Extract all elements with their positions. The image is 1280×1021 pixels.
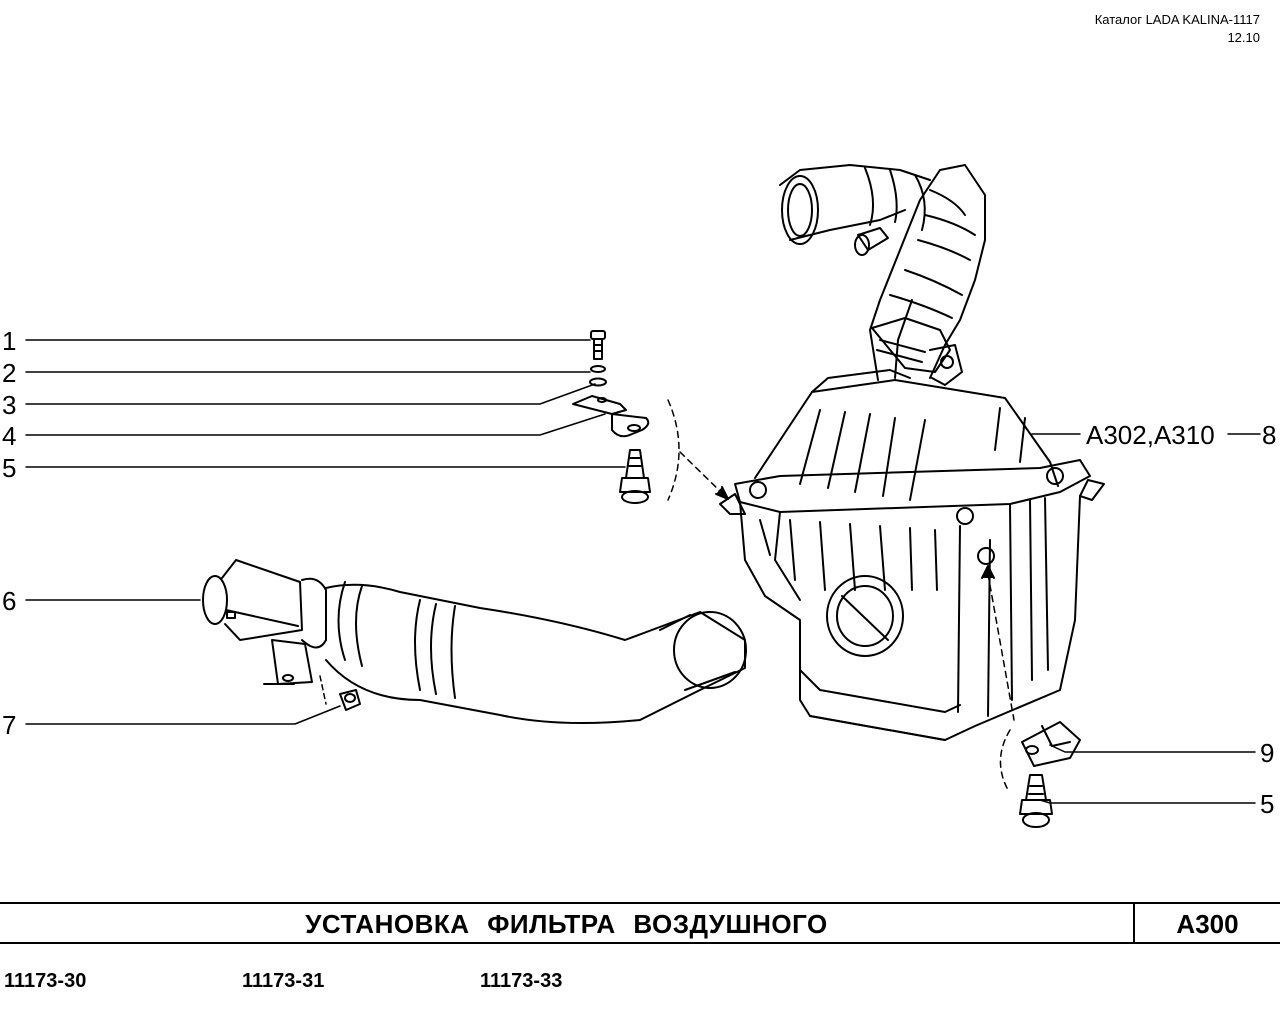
- parts-diagram: 1 2 3 4 5 6 7 8 A302,A310 9 5: [2, 164, 1276, 828]
- callout-5-lower: 5: [1260, 789, 1274, 819]
- flat-washer: [589, 377, 607, 387]
- lower-bracket: [1021, 721, 1081, 767]
- callout-4: 4: [2, 421, 16, 451]
- assembly-code: A300: [1176, 909, 1239, 939]
- upper-dashed-arc: [667, 399, 680, 501]
- assembly-title: УСТАНОВКА ФИЛЬТРА ВОЗДУШНОГО: [305, 909, 828, 939]
- callout-9: 9: [1260, 738, 1274, 768]
- model-code-1: 11173-30: [4, 970, 87, 992]
- title-bar: УСТАНОВКА ФИЛЬТРА ВОЗДУШНОГО A300: [0, 902, 1280, 944]
- pipe-nut: [339, 689, 361, 711]
- callout-5-upper: 5: [2, 453, 16, 483]
- spring-washer: [590, 365, 606, 373]
- upper-rubber-support: [619, 449, 651, 504]
- air-filter-housing: [719, 369, 1105, 741]
- upper-dashed-arrow: [679, 451, 726, 497]
- callout-8-reference: A302,A310: [1086, 420, 1215, 450]
- upper-bolt: [590, 330, 606, 360]
- upper-bracket: [572, 395, 650, 438]
- callout-6: 6: [2, 586, 16, 616]
- model-code-2: 11173-31: [242, 970, 325, 992]
- catalog-title: Каталог LADA KALINA-1117: [1094, 12, 1260, 27]
- title-divider: [1133, 904, 1135, 942]
- lower-dashed-arc: [999, 729, 1011, 791]
- callout-3: 3: [2, 390, 16, 420]
- intake-hose: [779, 164, 986, 386]
- callout-1: 1: [2, 326, 16, 356]
- leader-lines: [25, 339, 1261, 804]
- lower-dashed-arrow: [987, 573, 1015, 721]
- catalog-date: 12.10: [1227, 30, 1260, 45]
- callout-7: 7: [2, 710, 16, 740]
- callout-8: 8: [1262, 420, 1276, 450]
- callout-2: 2: [2, 358, 16, 388]
- model-code-3: 11173-33: [480, 970, 563, 992]
- air-intake-pipe: [202, 559, 747, 725]
- lower-rubber-support: [1019, 774, 1053, 828]
